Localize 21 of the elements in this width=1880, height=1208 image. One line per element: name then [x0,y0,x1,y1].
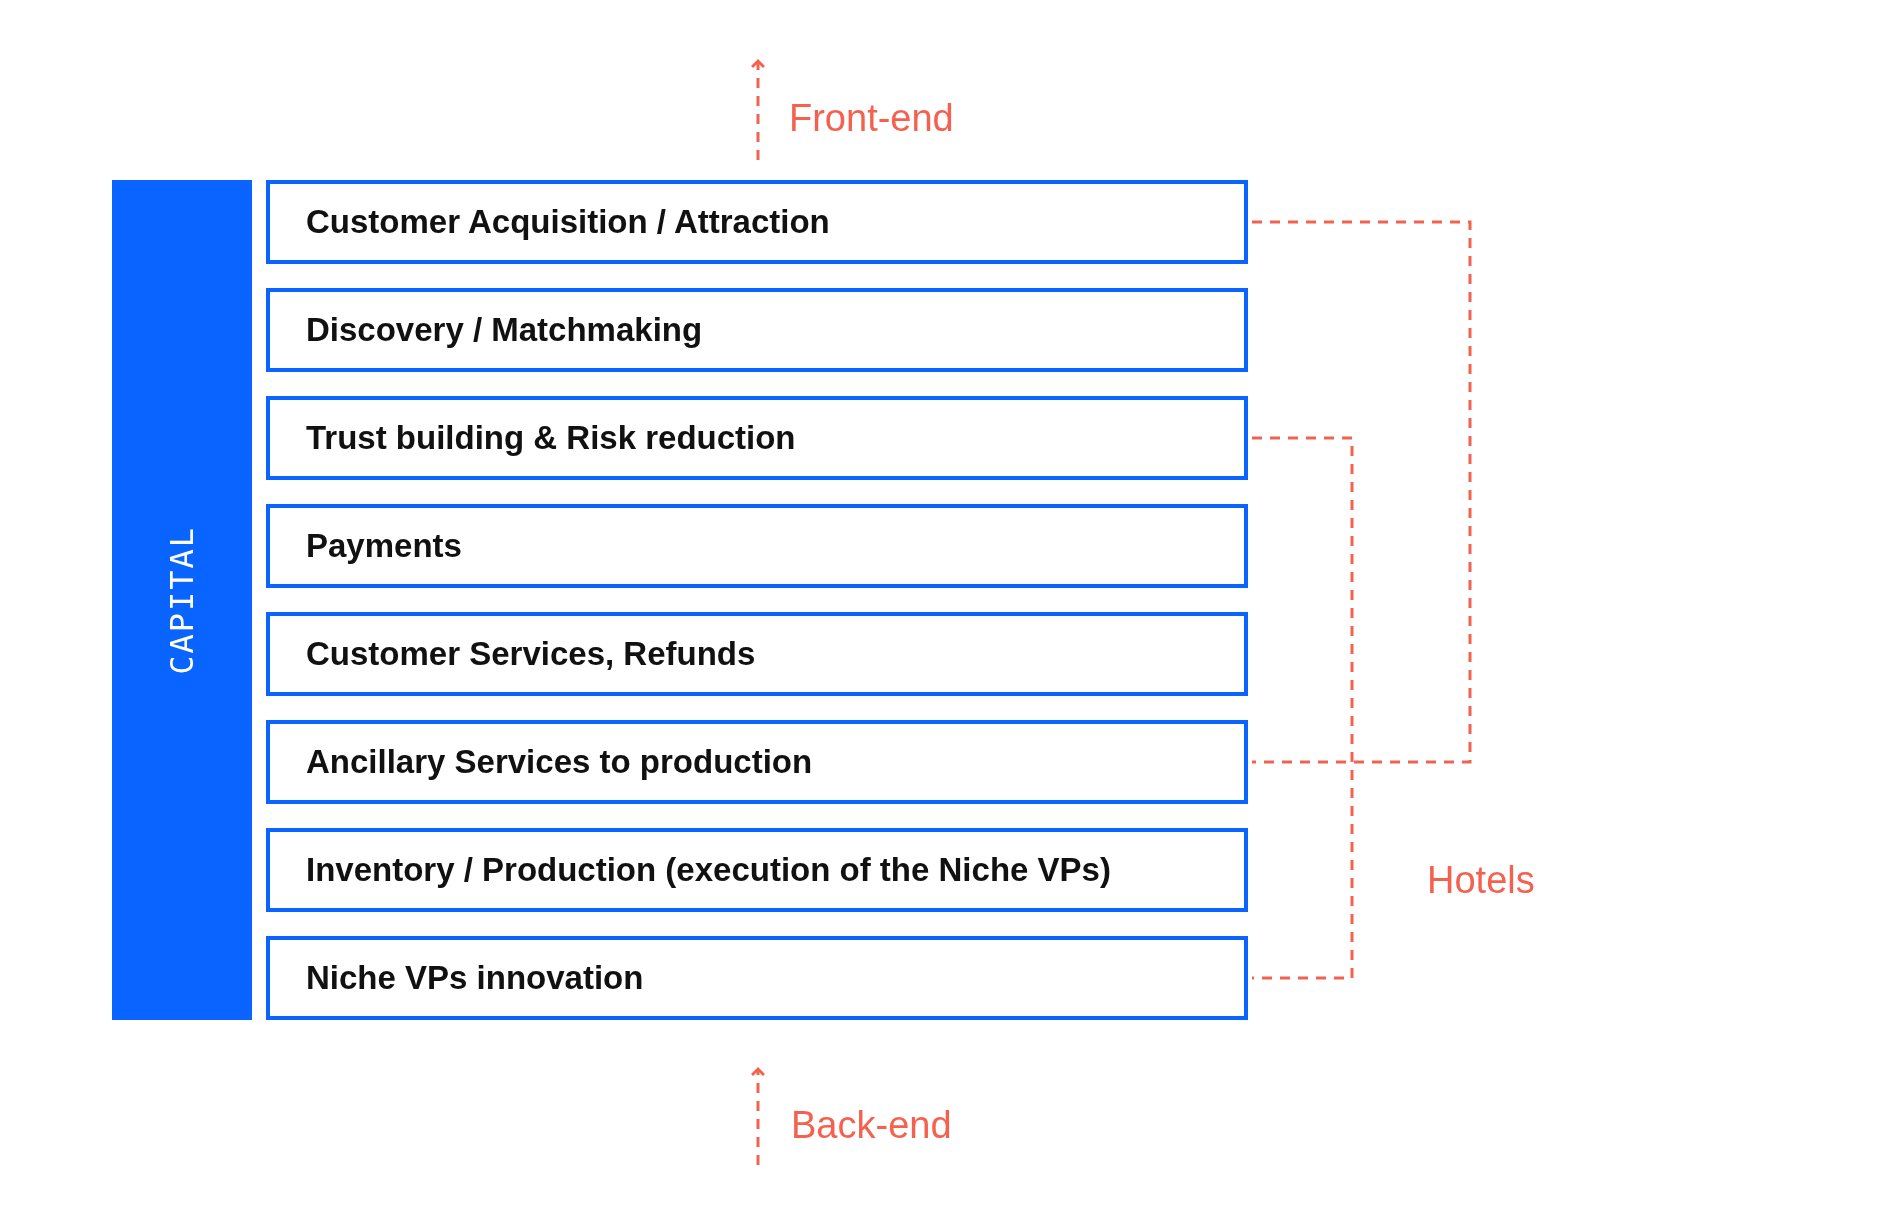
layer-box [266,180,1248,264]
side-label: Back-end [791,1103,952,1147]
layer-box [266,504,1248,588]
layer-label: Inventory / Production (execution of the Niche VPs) [306,851,1111,889]
capital-band [112,180,252,1020]
band-label: CAPITAL [163,525,201,675]
side-label: Front-end [789,96,954,140]
side-label: Hotels [1427,858,1535,902]
layer-box [266,936,1248,1020]
layer-label: Payments [306,527,462,565]
layer-label: Customer Acquisition / Attraction [306,203,830,241]
layer-label: Niche VPs innovation [306,959,644,997]
layer-box [266,720,1248,804]
layer-label: Ancillary Services to production [306,743,813,781]
layer-label: Trust building & Risk reduction [306,419,796,457]
layer-box [266,828,1248,912]
layer-label: Discovery / Matchmaking [306,311,703,349]
layer-box [266,612,1248,696]
layer-box [266,288,1248,372]
layer-box [266,396,1248,480]
layer-label: Customer Services, Refunds [306,635,756,673]
